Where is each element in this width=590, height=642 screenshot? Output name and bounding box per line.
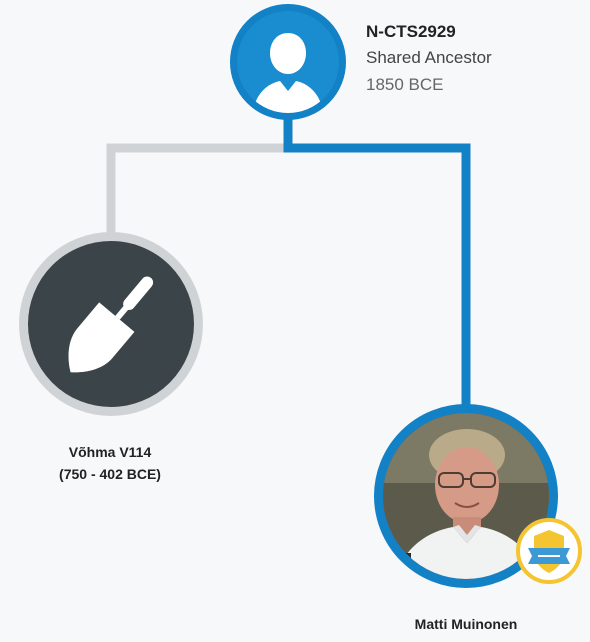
tester-avatar[interactable]	[374, 404, 558, 588]
trowel-icon	[68, 276, 154, 373]
ancestor-date: 1850 BCE	[366, 75, 444, 94]
sample-name[interactable]: Võhma V114	[68, 444, 152, 460]
ancestor-avatar[interactable]	[230, 4, 346, 120]
tester-photo	[383, 413, 549, 579]
sample-date-range: (750 - 402 BCE)	[59, 466, 161, 482]
ancestor-role: Shared Ancestor	[366, 48, 492, 67]
verified-shield-badge-icon	[516, 518, 582, 584]
ancient-sample-node[interactable]	[19, 232, 203, 416]
gray-branch-line	[106, 116, 293, 236]
blue-branch-line	[283, 116, 471, 408]
ancestor-info: N-CTS2929 Shared Ancestor 1850 BCE	[366, 20, 566, 98]
ancestor-id[interactable]: N-CTS2929	[366, 22, 456, 41]
person-silhouette-icon	[237, 33, 339, 113]
tester-name[interactable]: Matti Muinonen	[414, 616, 518, 632]
